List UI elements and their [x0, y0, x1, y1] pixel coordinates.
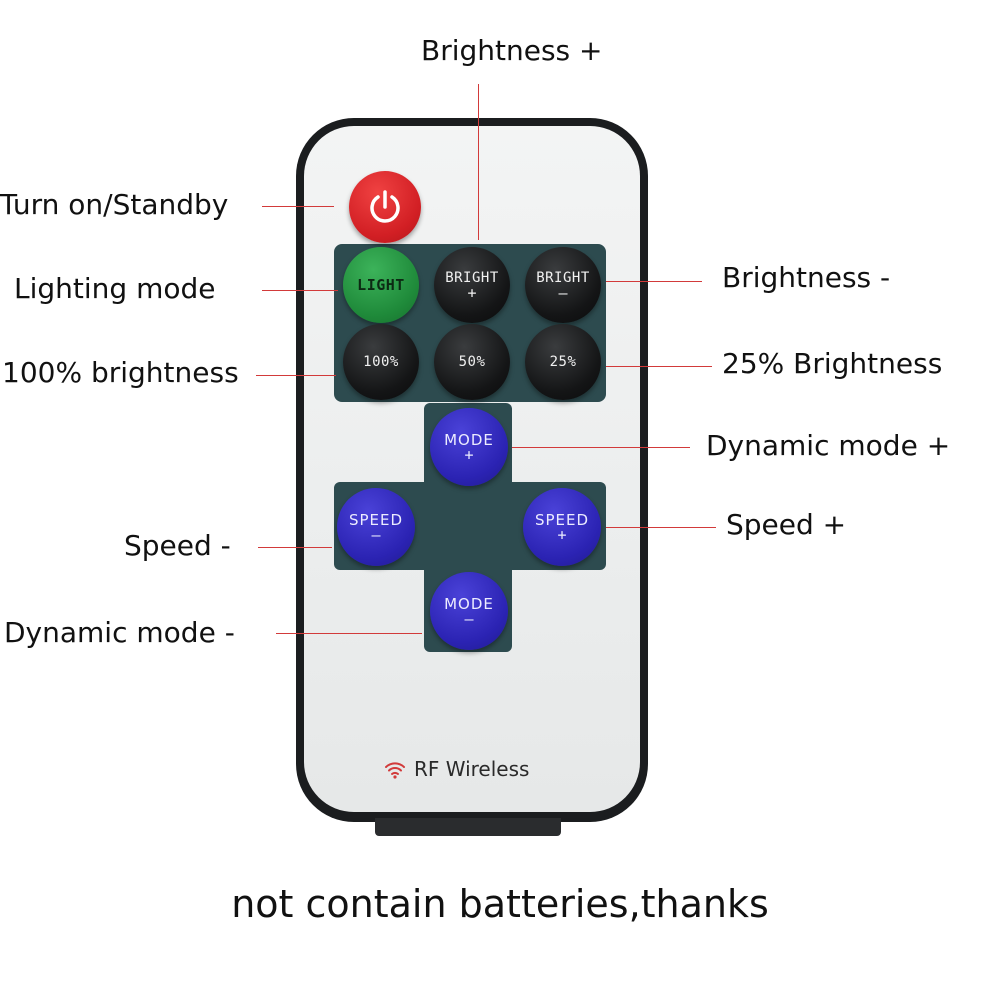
power-icon [370, 190, 400, 223]
callout-line-dynamic-mode-minus [276, 633, 422, 634]
speed-minus-label: SPEED [348, 510, 404, 529]
callout-lighting-mode: Lighting mode [14, 272, 216, 305]
callout-speed-plus: Speed + [726, 508, 847, 541]
callout-line-turn-on [262, 206, 334, 207]
brightness-50-label: 50% [458, 354, 486, 370]
bright-plus-label: BRIGHT [445, 269, 499, 286]
battery-tab [375, 818, 561, 836]
callout-brightness-minus: Brightness - [722, 261, 891, 294]
callout-dynamic-mode-minus: Dynamic mode - [4, 616, 235, 649]
rf-wireless-label: RF Wireless [384, 754, 529, 784]
bright-minus-label: BRIGHT [536, 269, 590, 286]
speed-plus-label: SPEED [534, 510, 590, 529]
light-button-label: LIGHT [357, 276, 405, 294]
mode-minus-label: MODE [444, 594, 494, 613]
callout-dynamic-mode-plus: Dynamic mode + [706, 429, 951, 462]
caption-text: not contain batteries,thanks [231, 882, 769, 926]
callout-100-brightness: 100% brightness [2, 356, 239, 389]
speed-minus-button[interactable]: SPEED — [337, 488, 415, 566]
mode-minus-sign: — [464, 609, 474, 628]
callout-brightness-plus: Brightness + [421, 34, 603, 67]
speed-plus-button[interactable]: SPEED + [523, 488, 601, 566]
speed-minus-sign: — [371, 525, 381, 544]
rf-wireless-text: RF Wireless [414, 757, 530, 781]
callout-line-lighting-mode [262, 290, 338, 291]
brightness-100-label: 100% [363, 354, 399, 370]
callout-turn-on: Turn on/Standby [0, 188, 229, 221]
bright-minus-button[interactable]: BRIGHT — [525, 247, 601, 323]
callout-line-brightness-plus [478, 84, 479, 240]
brightness-100-button[interactable]: 100% [343, 324, 419, 400]
mode-plus-label: MODE [444, 430, 494, 449]
wifi-icon [385, 762, 405, 779]
callout-line-speed-plus [606, 527, 716, 528]
bright-plus-sign: + [467, 283, 477, 302]
brightness-50-button[interactable]: 50% [434, 324, 510, 400]
callout-line-brightness-minus [606, 281, 702, 282]
mode-plus-sign: + [464, 445, 474, 464]
brightness-25-button[interactable]: 25% [525, 324, 601, 400]
callout-line-100-brightness [256, 375, 336, 376]
callout-line-speed-minus [258, 547, 332, 548]
callout-line-dynamic-mode-plus [512, 447, 690, 448]
power-button[interactable] [349, 171, 421, 243]
mode-minus-button[interactable]: MODE — [430, 572, 508, 650]
speed-plus-sign: + [557, 525, 567, 544]
light-button[interactable]: LIGHT [343, 247, 419, 323]
brightness-25-label: 25% [549, 354, 577, 370]
callout-speed-minus: Speed - [124, 529, 231, 562]
bright-minus-sign: — [558, 283, 568, 302]
callout-line-25-brightness [606, 366, 712, 367]
bright-plus-button[interactable]: BRIGHT + [434, 247, 510, 323]
mode-plus-button[interactable]: MODE + [430, 408, 508, 486]
callout-25-brightness: 25% Brightness [722, 347, 943, 380]
